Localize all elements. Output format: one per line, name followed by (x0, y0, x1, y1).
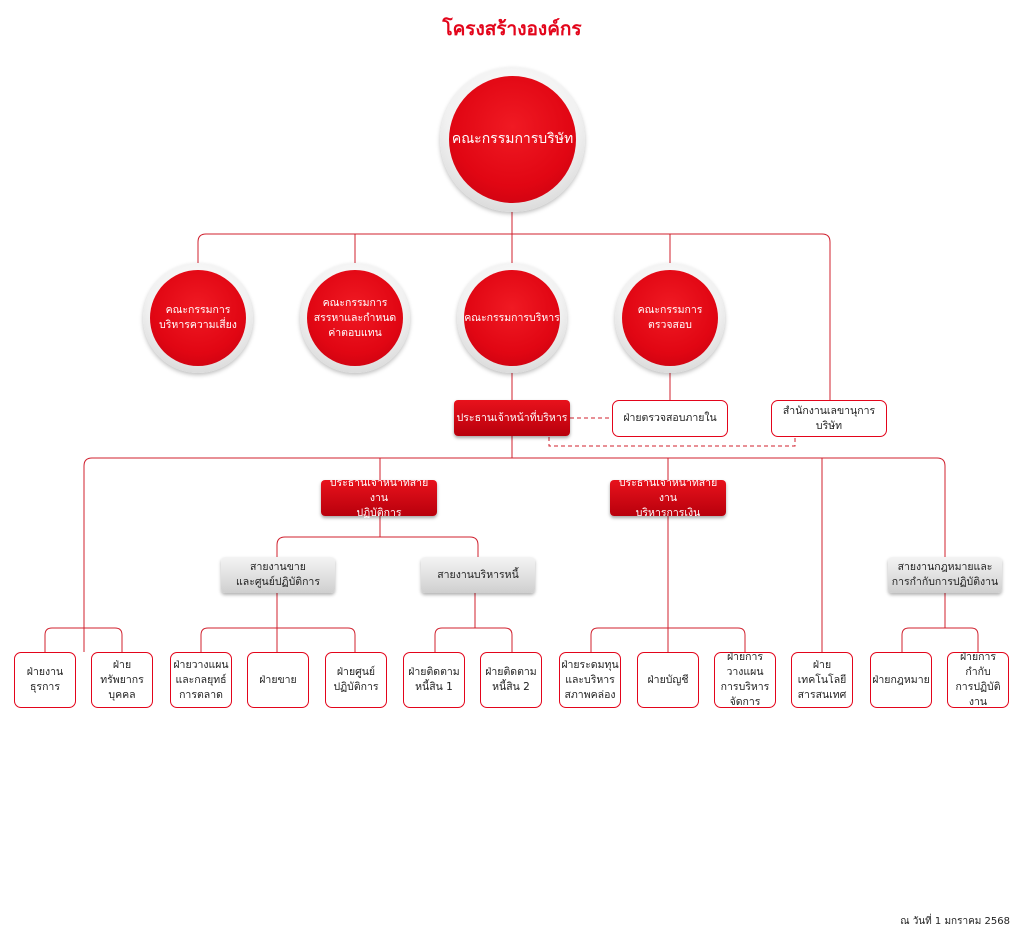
sales-line-box[interactable]: สายงานขาย และศูนย์ปฏิบัติการ (221, 557, 335, 593)
dept-admin[interactable]: ฝ่ายงานธุรการ (14, 652, 76, 708)
company-secretary-box[interactable]: สำนักงานเลขานุการบริษัท (771, 400, 887, 437)
board-label: คณะกรรมการบริษัท (451, 131, 574, 147)
dept-it[interactable]: ฝ่าย เทคโนโลยี สารสนเทศ (791, 652, 853, 708)
dept-legal[interactable]: ฝ่ายกฎหมาย (870, 652, 932, 708)
executive-committee-circle: คณะกรรมการบริหาร (457, 263, 567, 373)
board-circle: คณะกรรมการบริษัท (440, 67, 585, 212)
ceo-box[interactable]: ประธานเจ้าหน้าที่บริหาร (454, 400, 570, 436)
nomination-committee-label: คณะกรรมการ สรรหาและกำหนด ค่าตอบแทน (313, 296, 397, 339)
audit-committee[interactable]: คณะกรรมการ ตรวจสอบ (622, 270, 718, 366)
date-note: ณ วันที่ 1 มกราคม 2568 (900, 916, 1010, 927)
dept-collection-1[interactable]: ฝ่ายติดตาม หนี้สิน 1 (403, 652, 465, 708)
risk-committee-label: คณะกรรมการ บริหารความเสี่ยง (159, 304, 237, 331)
audit-committee-label: คณะกรรมการ ตรวจสอบ (637, 304, 703, 331)
legal-line-box[interactable]: สายงานกฎหมายและ การกำกับการปฏิบัติงาน (888, 557, 1002, 593)
dept-accounting[interactable]: ฝ่ายบัญชี (637, 652, 699, 708)
internal-audit-box[interactable]: ฝ่ายตรวจสอบภายใน (612, 400, 728, 437)
page-title: โครงสร้างองค์กร (442, 18, 582, 40)
risk-committee[interactable]: คณะกรรมการ บริหารความเสี่ยง (150, 270, 246, 366)
dept-sales[interactable]: ฝ่ายขาย (247, 652, 309, 708)
risk-committee-circle: คณะกรรมการ บริหารความเสี่ยง (143, 263, 253, 373)
dept-collection-2[interactable]: ฝ่ายติดตาม หนี้สิน 2 (480, 652, 542, 708)
dept-strategy[interactable]: ฝ่ายวางแผน และกลยุทธ์ การตลาด (170, 652, 232, 708)
dept-hr[interactable]: ฝ่ายทรัพยากร บุคคล (91, 652, 153, 708)
dept-planning[interactable]: ฝ่ายการวางแผน การบริหาร จัดการ (714, 651, 776, 708)
executive-committee-label: คณะกรรมการบริหาร (464, 311, 560, 324)
finance-chief-box[interactable]: ประธานเจ้าหน้าที่สายงาน บริหารการเงิน (610, 477, 726, 519)
nomination-committee-circle: คณะกรรมการ สรรหาและกำหนด ค่าตอบแทน (300, 263, 410, 373)
dept-compliance[interactable]: ฝ่ายการกำกับ การปฏิบัติงาน (947, 651, 1009, 708)
nomination-committee[interactable]: คณะกรรมการ สรรหาและกำหนด ค่าตอบแทน (307, 270, 403, 366)
board-of-directors[interactable]: คณะกรรมการบริษัท (449, 76, 576, 203)
debt-line-box[interactable]: สายงานบริหารหนี้ (421, 557, 535, 593)
audit-committee-circle: คณะกรรมการ ตรวจสอบ (615, 263, 725, 373)
executive-committee[interactable]: คณะกรรมการบริหาร (464, 270, 560, 366)
dept-ops-center[interactable]: ฝ่ายศูนย์ ปฏิบัติการ (325, 652, 387, 708)
ops-chief-box[interactable]: ประธานเจ้าหน้าที่สายงาน ปฏิบัติการ (321, 477, 437, 519)
dept-treasury[interactable]: ฝ่ายระดมทุน และบริหาร สภาพคล่อง (559, 652, 621, 708)
